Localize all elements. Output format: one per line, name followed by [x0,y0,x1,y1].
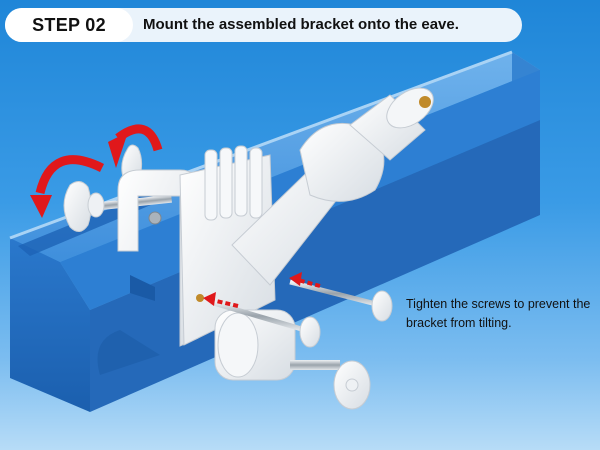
clamp-thumb-screw [63,144,172,232]
lower-pivot [214,309,371,410]
adjustable-arm [231,87,434,286]
screw-callout-text: Tighten the screws to prevent the bracke… [406,297,591,330]
step-badge: STEP 02 [5,8,133,42]
mounting-bracket [117,145,276,347]
locking-screws [209,279,393,348]
step-header: STEP 02 Mount the assembled bracket onto… [5,8,522,42]
rotate-arrow-icon [30,124,163,218]
push-arrow-icon [203,272,321,308]
step-instruction: Mount the assembled bracket onto the eav… [143,16,459,33]
